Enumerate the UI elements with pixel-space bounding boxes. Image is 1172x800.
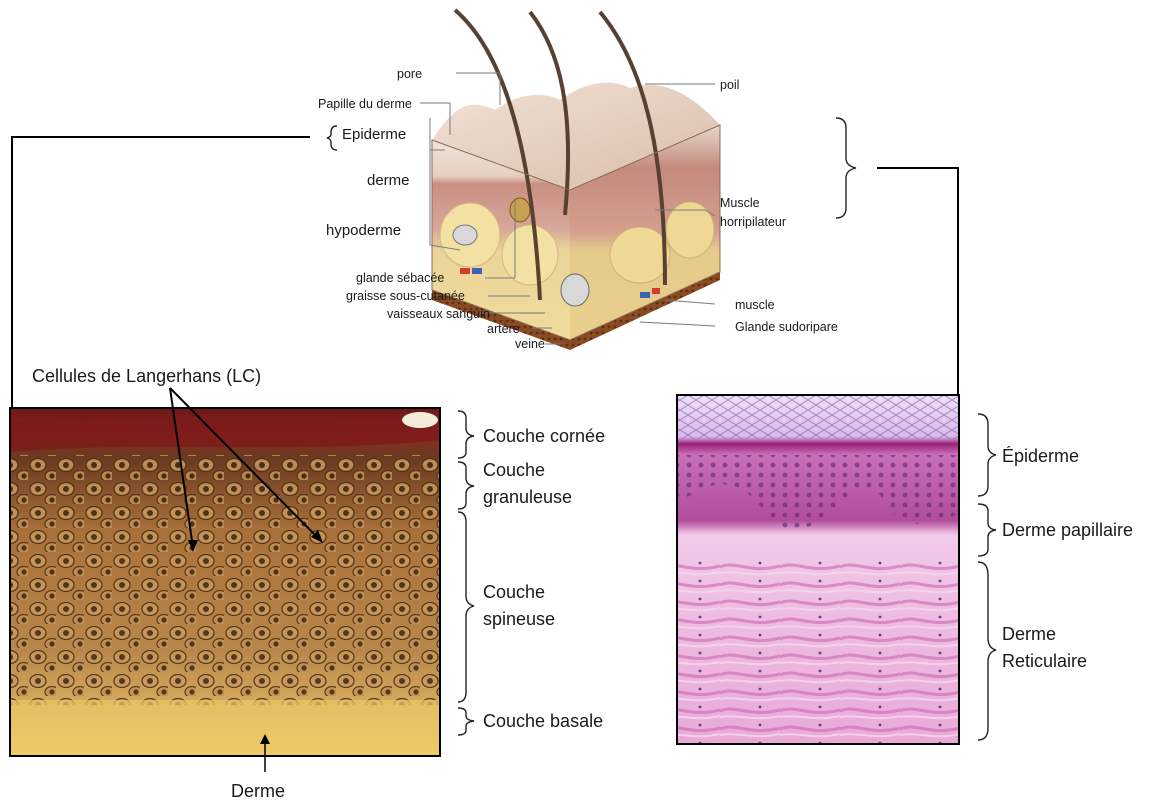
label-muscle-horripilateur-1: Muscle: [720, 196, 760, 210]
label-artere: artère: [487, 322, 520, 336]
brace-derme-papillaire: [978, 504, 996, 556]
label-veine: veine: [515, 337, 545, 351]
label-cellules-de-langerhans: Cellules de Langerhans (LC): [32, 366, 261, 386]
label-derme-reticulaire-2: Reticulaire: [1002, 651, 1087, 671]
label-derme-left: Derme: [231, 781, 285, 800]
brace-couche-basale: [458, 708, 474, 735]
label-muscle: muscle: [735, 298, 775, 312]
label-hypoderme: hypoderme: [326, 222, 401, 239]
label-glande-sudoripare: Glande sudoripare: [735, 320, 838, 334]
label-couche-cornee: Couche cornée: [483, 426, 605, 446]
brace-right-schema: [836, 118, 856, 218]
label-couche-spineuse-2: spineuse: [483, 609, 555, 629]
label-graisse-sous-cutanee: graisse sous-cutanée: [346, 289, 465, 303]
skin-block-illustration: [432, 10, 720, 350]
label-muscle-horripilateur-2: horripilateur: [720, 215, 786, 229]
label-papille-du-derme: Papille du derme: [318, 97, 412, 111]
right-histology-panel: [677, 395, 959, 744]
brace-couche-granuleuse: [458, 462, 474, 509]
label-epiderme-schema: Epiderme: [342, 126, 406, 143]
label-derme-reticulaire-1: Derme: [1002, 624, 1056, 644]
brace-couche-cornee: [458, 411, 474, 458]
label-glande-sebacee: glande sébacée: [356, 271, 444, 285]
label-derme-schema: derme: [367, 172, 410, 189]
label-vaisseaux-sanguin: vaisseaux sanguin: [387, 307, 490, 321]
brace-epiderme-schema: [327, 126, 337, 150]
label-couche-basale: Couche basale: [483, 711, 603, 731]
brace-couche-spineuse: [458, 512, 474, 702]
brace-derme-reticulaire: [978, 562, 996, 740]
label-couche-spineuse-1: Couche: [483, 582, 545, 602]
label-poil: poil: [720, 78, 739, 92]
label-derme-papillaire: Derme papillaire: [1002, 520, 1133, 540]
label-pore: pore: [397, 67, 422, 81]
label-couche-granuleuse-1: Couche: [483, 460, 545, 480]
left-histology-panel: [10, 408, 440, 756]
label-epiderme-right: Épiderme: [1002, 446, 1079, 466]
brace-epiderme-right: [978, 414, 996, 496]
label-couche-granuleuse-2: granuleuse: [483, 487, 572, 507]
